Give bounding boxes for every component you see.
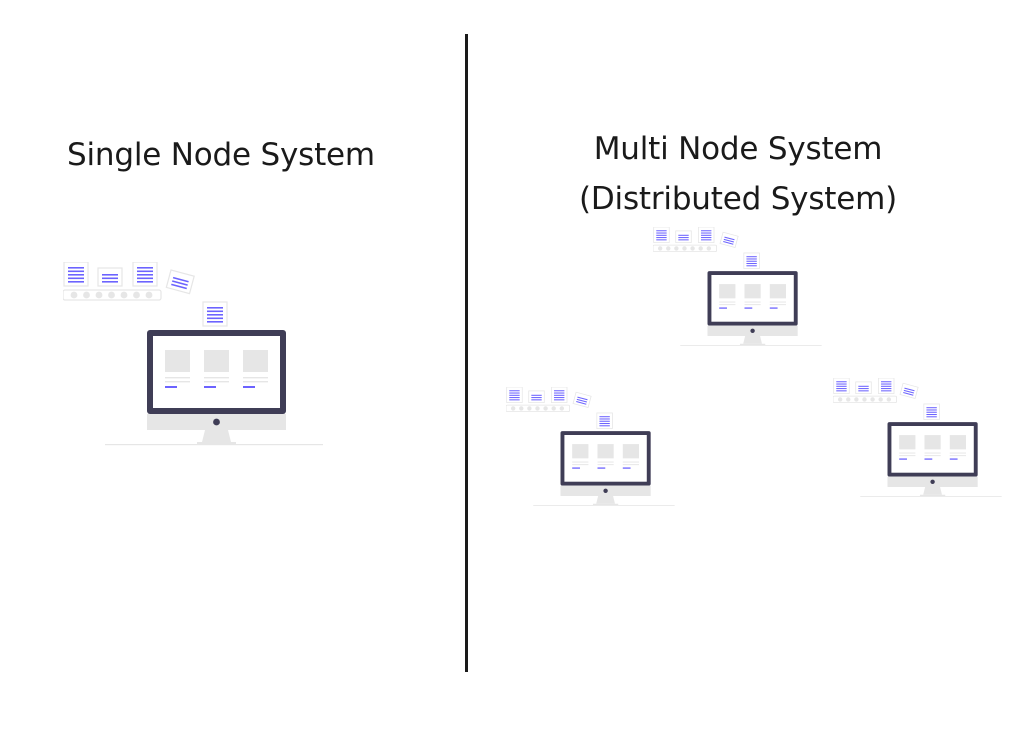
computer-illustration-icon [833, 378, 1003, 498]
computer-illustration-icon [653, 227, 823, 347]
multi-node-computer-top [653, 227, 823, 347]
computer-illustration-icon [506, 387, 676, 507]
single-node-title: Single Node System [67, 137, 375, 173]
multi-node-computer-left [506, 387, 676, 507]
panel-divider [465, 34, 468, 672]
multi-node-computer-right [833, 378, 1003, 498]
single-node-computer [63, 262, 325, 447]
multi-node-title-line1: Multi Node System [593, 131, 883, 167]
computer-illustration-icon [63, 262, 325, 447]
multi-node-title-line2: (Distributed System) [578, 181, 898, 217]
multi-node-title: Multi Node System (Distributed System) [579, 124, 897, 224]
